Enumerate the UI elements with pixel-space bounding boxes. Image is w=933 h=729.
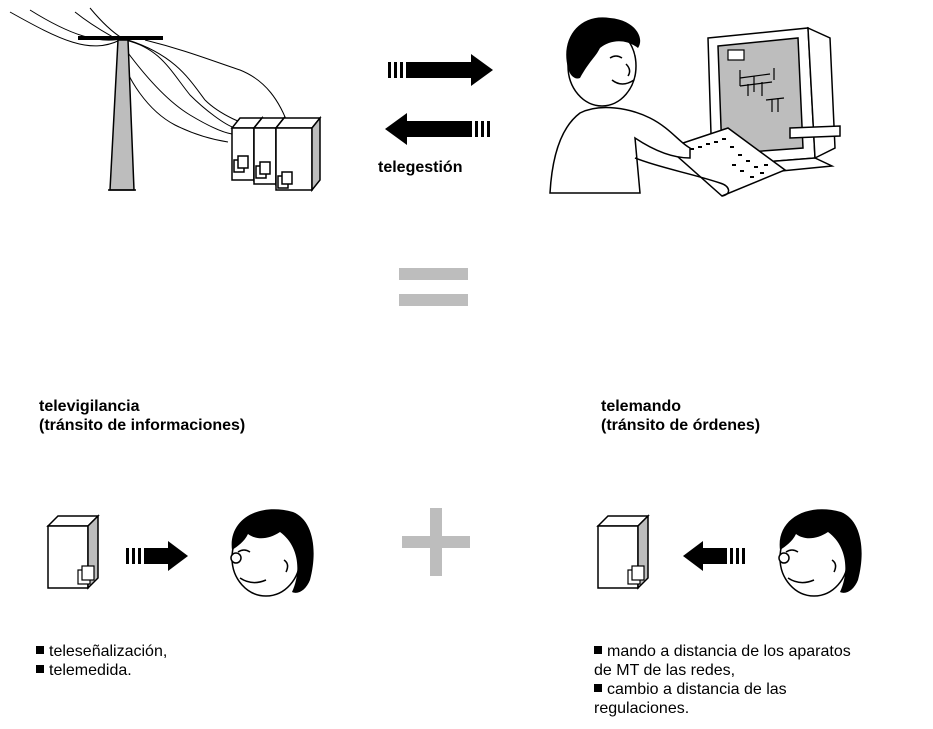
equals-sign-icon — [399, 268, 468, 306]
televigilancia-title-line2: (tránsito de informaciones) — [39, 417, 246, 434]
operator-computer-illustration — [549, 17, 841, 197]
telemando-list: mando a distancia de los aparatos de MT … — [594, 642, 851, 718]
bullet-icon — [594, 645, 602, 654]
telegestion-label: telegestión — [378, 159, 463, 176]
list-item: cambio a distancia de las — [594, 680, 851, 699]
cabinet-icon-left — [46, 514, 100, 590]
televigilancia-title-line1: televigilancia — [39, 398, 140, 415]
telemando-title-line2: (tránsito de órdenes) — [601, 417, 761, 434]
arrow-left-small-icon — [683, 541, 745, 571]
list-item: mando a distancia de los aparatos — [594, 642, 851, 661]
telemando-title: telemando (tránsito de órdenes) — [601, 397, 760, 435]
arrow-right-icon — [388, 54, 493, 86]
plus-sign-icon — [402, 508, 470, 576]
telemando-title-line1: telemando — [601, 398, 682, 415]
list-item-continuation: de MT de las redes, — [594, 662, 736, 679]
operator-face-icon-right — [778, 509, 862, 597]
cabinet-icon-right — [596, 514, 650, 590]
operator-face-icon-left — [230, 509, 314, 597]
list-item-continuation: regulaciones. — [594, 700, 690, 717]
bullet-icon — [36, 645, 44, 654]
bullet-icon — [36, 664, 44, 673]
televigilancia-title: televigilancia (tránsito de informacione… — [39, 397, 245, 435]
arrow-right-small-icon — [126, 541, 188, 571]
bullet-icon — [594, 683, 602, 692]
list-item: telemedida. — [36, 661, 167, 680]
televigilancia-list: teleseñalización, telemedida. — [36, 642, 167, 680]
power-pylon-illustration — [9, 7, 322, 193]
list-item: teleseñalización, — [36, 642, 167, 661]
arrow-left-icon — [385, 113, 490, 145]
